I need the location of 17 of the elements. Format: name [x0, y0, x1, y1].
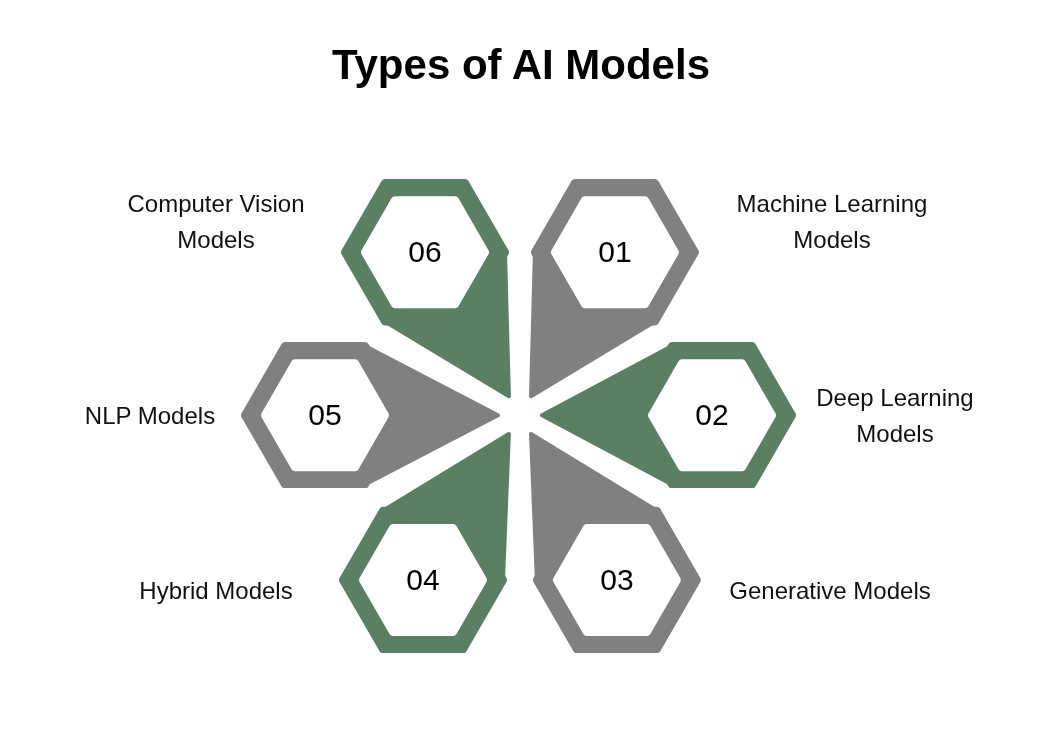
- step-number: 06: [408, 237, 442, 267]
- category-label: NLP Models: [83, 401, 217, 431]
- category-label: Hybrid Models: [138, 576, 294, 606]
- step-number: 02: [695, 400, 729, 430]
- hexagon-petal: [241, 341, 502, 489]
- step-number: 03: [600, 565, 634, 595]
- category-label: Machine Learning Models: [735, 189, 929, 255]
- category-label: Deep Learning Models: [815, 383, 975, 449]
- hexagon-petal: [527, 429, 701, 654]
- category-label: Generative Models: [728, 576, 932, 606]
- step-number: 04: [406, 565, 440, 595]
- step-number: 05: [308, 400, 342, 430]
- hexagon-petal: [538, 341, 796, 489]
- category-label: Computer Vision Models: [126, 189, 306, 255]
- hexagon-petal: [341, 178, 513, 400]
- step-number: 01: [598, 237, 632, 267]
- title: Types of AI Models: [330, 44, 711, 86]
